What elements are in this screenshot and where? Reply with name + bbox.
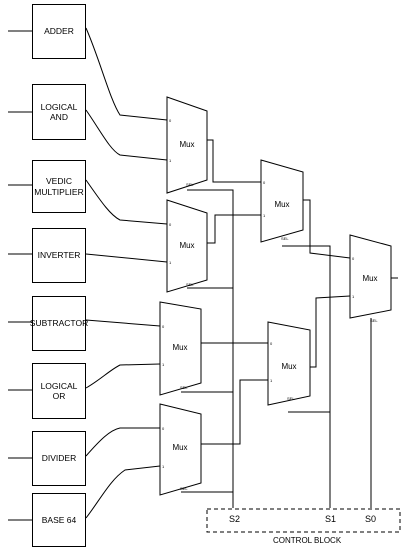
mux-select-tag: SEL xyxy=(186,182,194,187)
mux-1: Mux 0 1 SEL xyxy=(166,96,208,194)
mux-input-0-label: 0 xyxy=(162,426,165,431)
adder-block: ADDER xyxy=(32,4,86,59)
s2-label: S2 xyxy=(229,514,241,524)
mux-3: Mux 0 1 SEL xyxy=(159,301,202,396)
mux-4: Mux 0 1 SEL xyxy=(159,403,202,496)
mux-label: Mux xyxy=(179,241,194,250)
mux-label: Mux xyxy=(281,362,296,371)
mux-input-1-label: 1 xyxy=(270,378,273,383)
mux-label: Mux xyxy=(274,200,289,209)
mux-5: Mux 0 1 SEL xyxy=(260,159,304,243)
mux-select-tag: SEL xyxy=(180,486,188,491)
stage1-input-wires xyxy=(85,27,168,519)
subtractor-block: SUBTRACTOR xyxy=(30,296,88,351)
mux-input-1-label: 1 xyxy=(162,362,165,367)
mux-label: Mux xyxy=(362,274,377,283)
vedic-multiplier-block: VEDIC MULTIPLIER xyxy=(32,160,86,213)
logical-and-block: LOGICAL AND xyxy=(32,84,86,140)
mux-select-tag: SEL xyxy=(287,396,295,401)
mux-input-1-label: 1 xyxy=(263,213,266,218)
mux-input-1-label: 1 xyxy=(352,294,355,299)
s1-label: S1 xyxy=(325,514,337,524)
mux-input-0-label: 0 xyxy=(169,222,172,227)
mux-input-0-label: 0 xyxy=(352,256,355,261)
mux-7: Mux 0 1 SEL xyxy=(349,234,392,323)
mux-label: Mux xyxy=(179,140,194,149)
mux-input-1-label: 1 xyxy=(169,158,172,163)
mux-select-tag: SEL xyxy=(370,318,378,323)
control-block-box xyxy=(206,508,401,533)
s0-label: S0 xyxy=(365,514,377,524)
mux-input-1-label: 1 xyxy=(169,260,172,265)
mux-input-0-label: 0 xyxy=(169,118,172,123)
mux-input-0-label: 0 xyxy=(162,324,165,329)
input-stubs xyxy=(8,30,32,521)
stage2-input-wires xyxy=(201,139,268,445)
inverter-block: INVERTER xyxy=(32,228,86,283)
base-64-block: BASE 64 xyxy=(32,493,86,547)
divider-block: DIVIDER xyxy=(32,431,86,486)
mux-select-tag: SEL xyxy=(186,282,194,287)
mux-input-0-label: 0 xyxy=(263,180,266,185)
mux-select-tag: SEL xyxy=(281,236,289,241)
logical-or-block: LOGICAL OR xyxy=(32,363,86,419)
mux-label: Mux xyxy=(172,343,187,352)
mux-6: Mux 0 1 SEL xyxy=(267,321,311,406)
control-block-label: CONTROL BLOCK xyxy=(273,536,342,545)
mux-select-tag: SEL xyxy=(180,385,188,390)
mux-input-1-label: 1 xyxy=(162,464,165,469)
mux-input-0-label: 0 xyxy=(270,341,273,346)
select-lines xyxy=(181,189,372,508)
mux-2: Mux 0 1 SEL xyxy=(166,199,208,293)
mux-label: Mux xyxy=(172,443,187,452)
